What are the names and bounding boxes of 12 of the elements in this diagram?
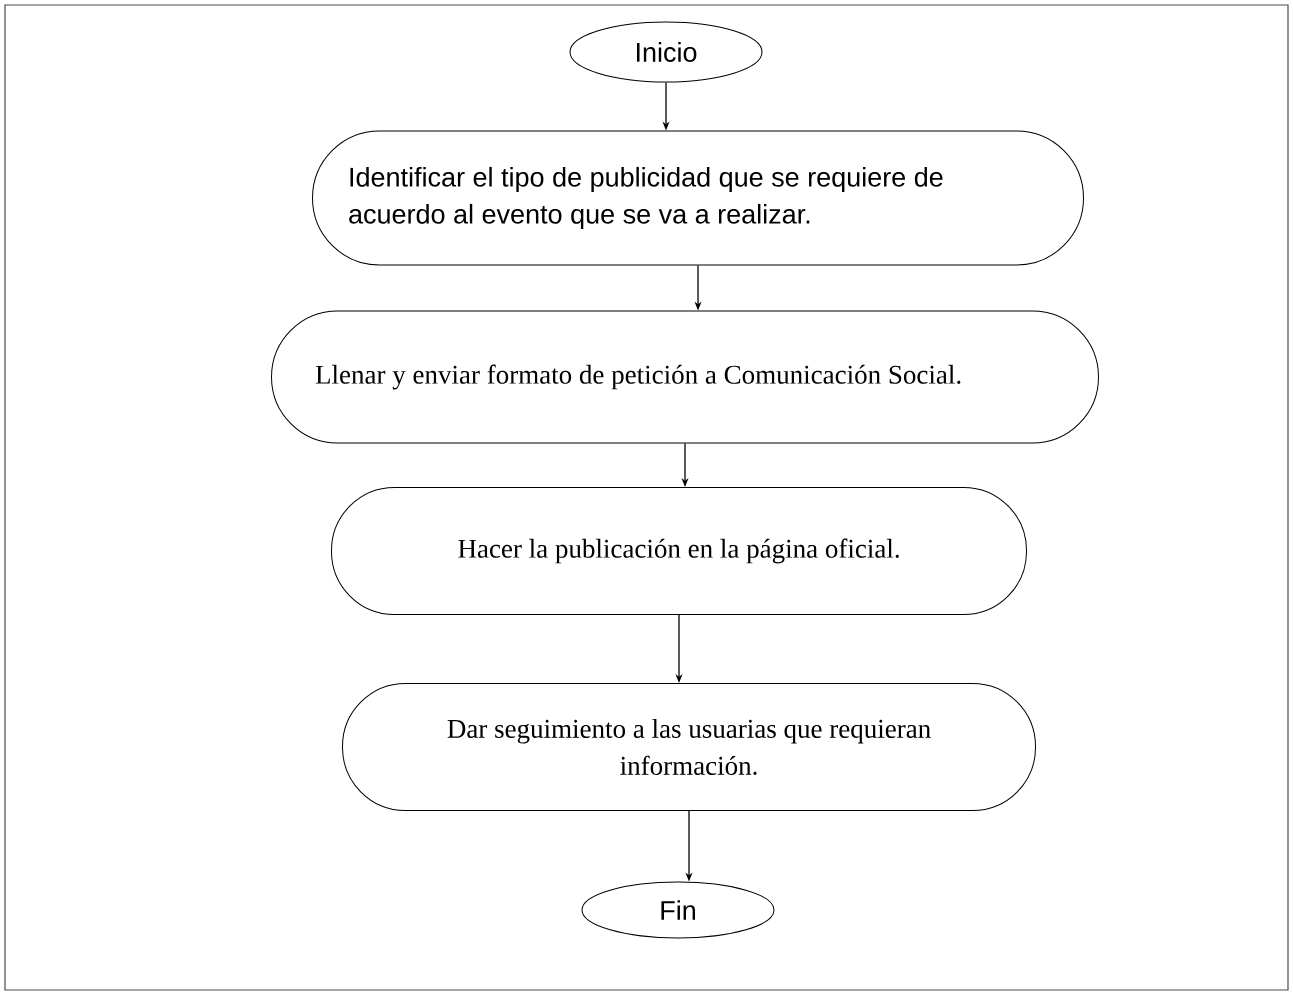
process-box [271, 310, 1099, 444]
process-box [342, 683, 1036, 811]
step-text: Inicio [637, 42, 697, 62]
terminal-ellipse [569, 21, 763, 83]
step-text: Hacer la publicación en la página oficial. [458, 538, 899, 564]
terminal-ellipse [581, 881, 775, 939]
step-text: Fin [661, 900, 695, 920]
step-text: Llenar y enviar formato de petición a Comunicación Social. [315, 364, 961, 390]
step-text: Identificar el tipo de publicidad que se requiere de acuerdo al evento que se va a realizar. [349, 166, 943, 230]
process-box [331, 487, 1027, 615]
process-box [312, 130, 1084, 266]
step-text: Dar seguimiento a las usuarias que requieran información. [447, 718, 931, 776]
